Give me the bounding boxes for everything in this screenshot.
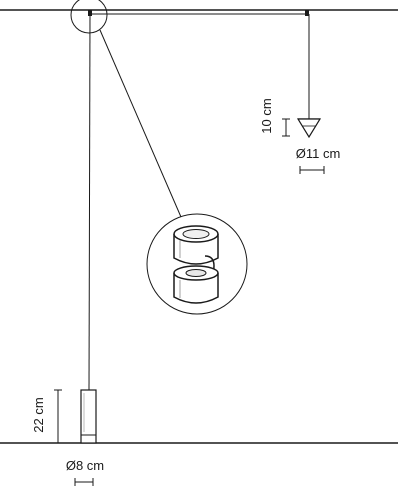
connector-detail (146, 213, 248, 315)
tube-pendant (80, 389, 97, 444)
cone-pendant (296, 118, 322, 139)
tube-diameter-dimension (74, 478, 94, 486)
cone-height-dimension (282, 118, 290, 137)
tube-diameter-label: Ø8 cm (66, 458, 104, 473)
ceiling-anchor-left (88, 10, 92, 16)
detail-callout-small (70, 0, 108, 34)
cone-diameter-dimension (299, 166, 325, 174)
ceiling-anchor-right (305, 10, 309, 16)
cone-diameter-label: Ø11 cm (296, 146, 341, 161)
detail-leader-line (99, 29, 182, 218)
tube-height-dimension (54, 389, 62, 443)
cable-left (88, 13, 91, 391)
cone-height-label: 10 cm (259, 98, 274, 133)
tube-height-label: 22 cm (31, 397, 46, 432)
